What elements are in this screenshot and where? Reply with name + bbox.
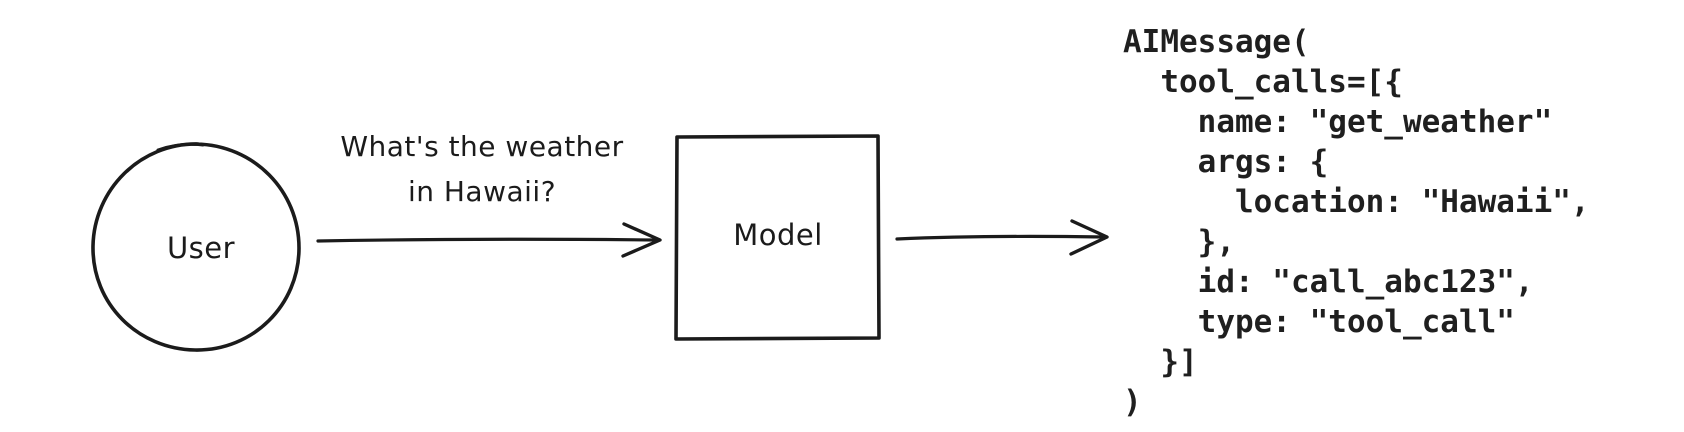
code-line: args: { bbox=[1123, 144, 1329, 180]
code-line: }, bbox=[1123, 224, 1235, 260]
model-node-label: Model bbox=[733, 218, 823, 252]
arrow-model-to-output-shaft bbox=[895, 234, 1106, 241]
arrow-model-to-output-head bbox=[1069, 219, 1109, 256]
code-line: ) bbox=[1123, 384, 1142, 420]
model-box-shape bbox=[674, 134, 881, 341]
user-circle-overlap-stroke bbox=[156, 142, 205, 152]
user-node-label: User bbox=[166, 231, 236, 265]
request-message-label: What's the weather in Hawaii? bbox=[308, 124, 656, 214]
code-line: }] bbox=[1123, 344, 1198, 380]
arrow-user-to-model-shaft bbox=[316, 237, 659, 243]
code-line: name: "get_weather" bbox=[1123, 104, 1553, 140]
aimessage-code-block: AIMessage( tool_calls=[{ name: "get_weat… bbox=[1123, 22, 1590, 422]
code-line: AIMessage( bbox=[1123, 24, 1310, 60]
code-line: tool_calls=[{ bbox=[1123, 64, 1403, 100]
request-message-line1: What's the weather bbox=[340, 130, 624, 163]
user-circle-shape bbox=[91, 142, 301, 352]
arrow-user-to-model-head bbox=[621, 222, 662, 258]
request-message-line2: in Hawaii? bbox=[407, 175, 557, 208]
code-line: id: "call_abc123", bbox=[1123, 264, 1534, 300]
code-line: location: "Hawaii", bbox=[1123, 184, 1590, 220]
code-line: type: "tool_call" bbox=[1123, 304, 1515, 340]
